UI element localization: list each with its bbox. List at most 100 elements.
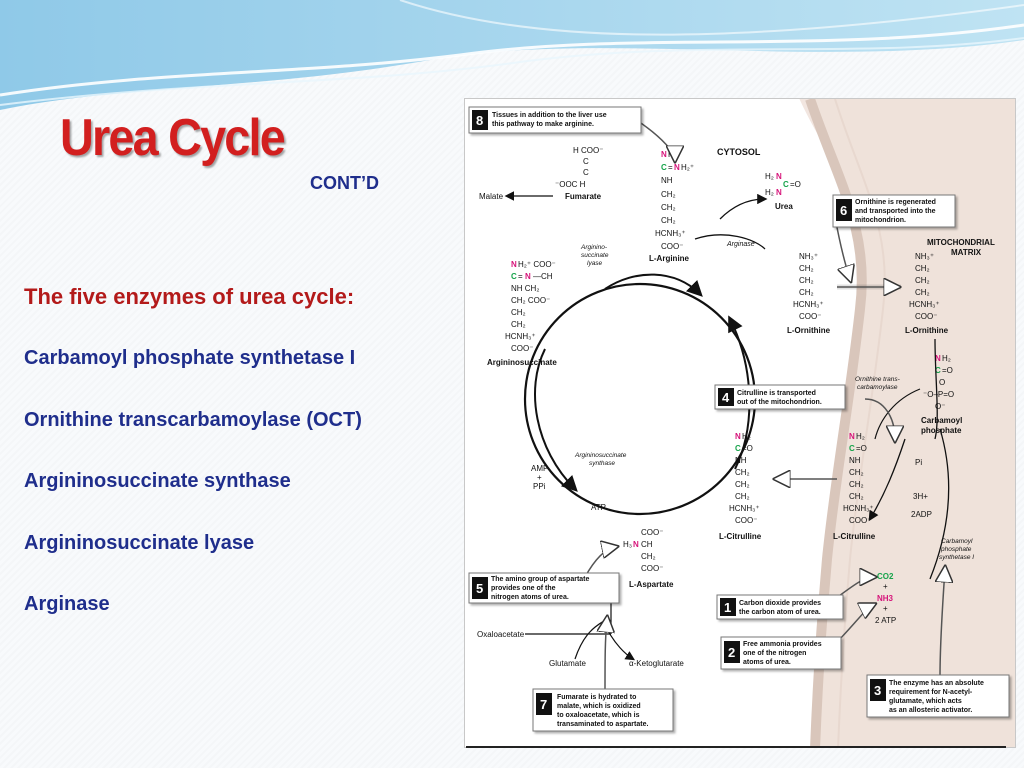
svg-text:lyase: lyase	[587, 260, 603, 267]
svg-text:⁻O–P=O: ⁻O–P=O	[923, 390, 954, 399]
co2-nh3-inputs: CO2 + NH3 + 2 ATP	[875, 572, 896, 625]
svg-text:Citrulline is transported: Citrulline is transported	[737, 390, 816, 397]
svg-text:N: N	[935, 354, 941, 363]
svg-text:2ADP: 2ADP	[911, 510, 932, 519]
svg-text:CO2: CO2	[877, 572, 894, 581]
svg-text:L-Citrulline: L-Citrulline	[833, 532, 876, 541]
svg-text:C: C	[583, 157, 589, 166]
arginase-label: Arginase	[726, 241, 755, 248]
svg-text:N: N	[776, 188, 782, 197]
svg-text:the carbon atom of urea.: the carbon atom of urea.	[739, 609, 821, 616]
mito-matrix-label-1: MITOCHONDRIAL	[927, 238, 995, 247]
svg-text:requirement for N-acetyl-: requirement for N-acetyl-	[889, 689, 973, 696]
svg-text:C: C	[783, 180, 789, 189]
svg-text:NH: NH	[661, 176, 673, 185]
svg-text:L-Aspartate: L-Aspartate	[629, 580, 674, 589]
svg-text:HCNH₃⁺: HCNH₃⁺	[655, 229, 686, 238]
enzyme-item: Carbamoyl phosphate synthetase I	[24, 347, 356, 369]
svg-text:CH₂: CH₂	[735, 468, 750, 477]
svg-text:=: =	[518, 272, 523, 281]
enzyme-item: Argininosuccinate synthase	[24, 470, 291, 492]
svg-text:CH₂: CH₂	[661, 203, 676, 212]
svg-text:one of the nitrogen: one of the nitrogen	[743, 650, 806, 657]
svg-text:α-Ketoglutarate: α-Ketoglutarate	[629, 659, 684, 668]
slide-subtitle: CONT’D	[310, 173, 379, 193]
svg-text:CH₂: CH₂	[915, 264, 930, 273]
svg-text:succinate: succinate	[581, 252, 609, 259]
note-7: 7 Fumarate is hydrated to malate, which …	[532, 688, 674, 732]
svg-text:N: N	[511, 260, 517, 269]
svg-text:+: +	[883, 582, 888, 591]
svg-text:CH₂: CH₂	[735, 480, 750, 489]
enzyme-item: Arginase	[24, 593, 110, 615]
asl-label: Arginino- succinate lyase	[580, 244, 609, 267]
l-arginine-label: L-Arginine	[649, 254, 690, 263]
svg-text:6: 6	[840, 203, 847, 218]
svg-text:C: C	[935, 366, 941, 375]
svg-text:COO⁻: COO⁻	[799, 312, 821, 321]
svg-text:H₃: H₃	[623, 540, 632, 549]
svg-text:HCNH₃⁺: HCNH₃⁺	[793, 300, 824, 309]
svg-text:provides one of the: provides one of the	[491, 585, 556, 592]
svg-text:N: N	[525, 272, 531, 281]
svg-text:The amino group of aspartate: The amino group of aspartate	[491, 576, 590, 583]
svg-text:CH₂: CH₂	[641, 552, 656, 561]
svg-text:Arginino-: Arginino-	[580, 244, 608, 251]
svg-text:The enzyme has an absolute: The enzyme has an absolute	[889, 680, 984, 687]
svg-text:COO⁻: COO⁻	[849, 516, 871, 525]
fumarate-structure: H COO⁻ C C ⁻OOC H Fumarate	[555, 146, 603, 201]
svg-text:N: N	[776, 172, 782, 181]
note-3: 3 The enzyme has an absolute requirement…	[866, 674, 1010, 718]
malate-label: Malate	[479, 192, 504, 201]
svg-text:3H+: 3H+	[913, 492, 928, 501]
svg-text:CH₂: CH₂	[661, 190, 676, 199]
svg-text:C: C	[735, 444, 741, 453]
svg-text:NH: NH	[849, 456, 861, 465]
slide-title: Urea Cycle	[60, 109, 286, 167]
ornithine-cytosol-structure: NH₃⁺ CH₂ CH₂ CH₂ HCNH₃⁺ COO⁻ L-Ornithine	[787, 252, 831, 335]
svg-text:CH₂: CH₂	[735, 492, 750, 501]
svg-text:NH CH₂: NH CH₂	[511, 284, 539, 293]
svg-text:1: 1	[724, 600, 731, 615]
svg-text:NH: NH	[735, 456, 747, 465]
svg-text:HCNH₃⁺: HCNH₃⁺	[843, 504, 874, 513]
svg-text:=O: =O	[942, 366, 953, 375]
svg-text:CH₂: CH₂	[915, 276, 930, 285]
otc-label: Ornithine trans- carbamoylase	[855, 376, 901, 391]
svg-text:Glutamate: Glutamate	[549, 659, 586, 668]
note-4: 4 Citrulline is transported out of the m…	[714, 384, 846, 410]
svg-text:—CH: —CH	[533, 272, 553, 281]
svg-text:L-Ornithine: L-Ornithine	[787, 326, 831, 335]
svg-text:H₂: H₂	[765, 188, 774, 197]
svg-text:nitrogen atoms of urea.: nitrogen atoms of urea.	[491, 594, 569, 601]
svg-text:COO⁻: COO⁻	[735, 516, 757, 525]
svg-text:this pathway to make arginine.: this pathway to make arginine.	[492, 121, 594, 128]
svg-text:3: 3	[874, 683, 881, 698]
svg-text:Tissues in addition to the liv: Tissues in addition to the liver use	[492, 112, 607, 119]
svg-text:Urea: Urea	[775, 202, 793, 211]
svg-text:2: 2	[728, 645, 735, 660]
svg-text:CH₂: CH₂	[661, 216, 676, 225]
svg-text:N: N	[735, 432, 741, 441]
svg-text:Argininosuccinate: Argininosuccinate	[487, 358, 557, 367]
svg-text:synthetase I: synthetase I	[939, 554, 974, 561]
pi-label: Pi	[915, 458, 922, 467]
svg-text:=O: =O	[742, 444, 753, 453]
svg-text:Oxaloacetate: Oxaloacetate	[477, 630, 525, 639]
svg-text:COO⁻: COO⁻	[511, 344, 533, 353]
svg-text:Argininosuccinate: Argininosuccinate	[574, 452, 627, 459]
svg-text:HCNH₃⁺: HCNH₃⁺	[909, 300, 940, 309]
svg-text:COO⁻: COO⁻	[641, 564, 663, 573]
svg-text:N: N	[633, 540, 639, 549]
svg-text:phosphate: phosphate	[921, 426, 962, 435]
svg-text:CH₂: CH₂	[799, 276, 814, 285]
svg-text:CH₂: CH₂	[915, 288, 930, 297]
svg-text:synthase: synthase	[589, 460, 615, 467]
svg-text:O⁻: O⁻	[935, 402, 945, 411]
svg-text:Carbon dioxide provides: Carbon dioxide provides	[739, 600, 821, 607]
svg-text:to oxaloacetate, which is: to oxaloacetate, which is	[557, 712, 640, 719]
